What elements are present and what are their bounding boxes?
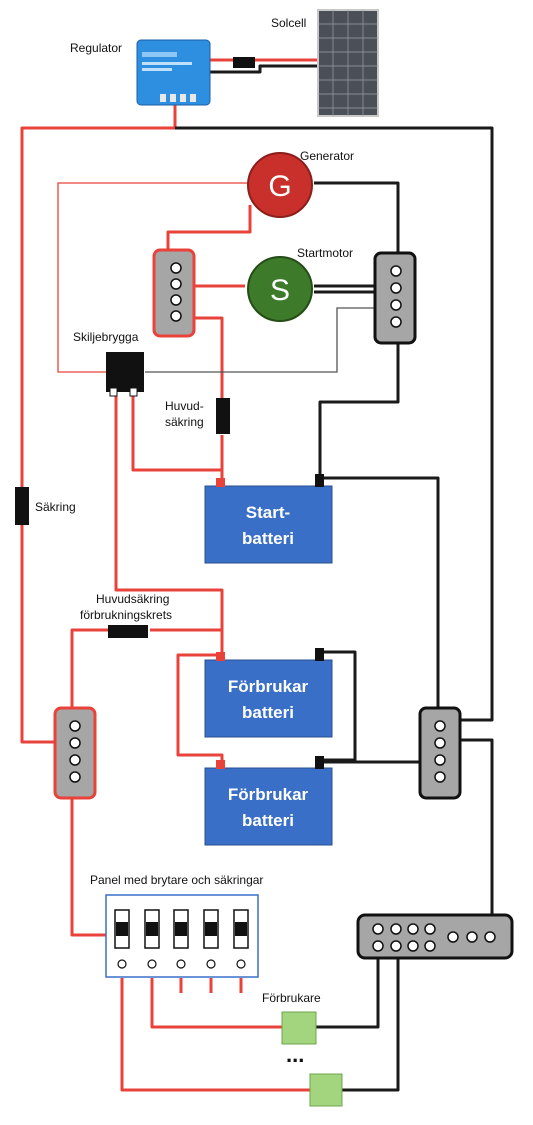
panel-switch-1[interactable] <box>114 909 130 969</box>
wire-bus-to-consumer2 <box>342 955 400 1092</box>
panel-fuse-terminal <box>147 959 157 969</box>
bus-bar-terminal <box>424 940 436 952</box>
panel-switch-4[interactable] <box>203 909 219 969</box>
wire-bridge-to-start <box>131 392 222 472</box>
positive-wires <box>20 58 318 1092</box>
bus-bar-terminal <box>447 931 459 943</box>
terminal-block-positive-lower <box>53 706 97 800</box>
huvudsakring-forbr-label-2: förbrukningskrets <box>80 608 172 622</box>
consumers-ellipsis: ... <box>286 1042 304 1067</box>
wire-consumer1-negative <box>320 650 357 762</box>
negative-wires <box>175 64 494 1092</box>
solar-line-fuse <box>15 487 29 525</box>
wire-generator-positive <box>166 205 252 255</box>
wire-panel-consumer1 <box>150 978 282 1029</box>
start-battery: Start- batteri <box>204 474 333 564</box>
panel-switches <box>114 909 249 969</box>
startmotor: S <box>247 256 313 322</box>
main-fuse <box>216 398 230 434</box>
regulator-label: Regulator <box>70 41 122 55</box>
generator-letter: G <box>268 170 291 203</box>
bus-bar-terminal <box>466 931 478 943</box>
bus-bar-terminal <box>407 923 419 935</box>
huvudsakring-forbr-label-1: Huvudsäkring <box>96 592 169 606</box>
wire-terminal-to-start-battery <box>186 316 224 400</box>
wire-solar-negative <box>210 64 318 74</box>
consumer-1 <box>281 1011 317 1045</box>
wire-right-block-to-bus <box>460 738 494 920</box>
panel-switch-2[interactable] <box>144 909 160 969</box>
solcell-label: Solcell <box>271 16 306 30</box>
wire-fuse-to-left-block <box>70 628 110 710</box>
bus-bar-terminal <box>372 940 384 952</box>
start-battery-line1: Start- <box>246 503 290 522</box>
consumer-main-fuse <box>108 625 148 638</box>
sense-wires <box>57 182 384 373</box>
consumer-2 <box>309 1073 343 1107</box>
bus-bar-terminal <box>372 923 384 935</box>
terminal-block-negative-upper <box>373 251 417 345</box>
solar-panel <box>317 9 379 117</box>
huvudsakring-label-1: Huvud- <box>165 399 204 413</box>
skiljebrygga-label: Skiljebrygga <box>73 330 139 344</box>
bus-bar-terminal <box>407 940 419 952</box>
start-battery-line2: batteri <box>242 529 294 548</box>
wire-block-to-panel <box>70 795 108 937</box>
bus-bar-terminal <box>484 931 496 943</box>
consumer-battery-1: Förbrukar batteri <box>204 648 333 738</box>
bus-bar-terminal <box>390 923 402 935</box>
wire-bridge-to-consumer <box>114 392 224 660</box>
startmotor-label: Startmotor <box>297 246 353 260</box>
startmotor-letter: S <box>270 274 290 307</box>
bus-bar-terminal <box>390 940 402 952</box>
wire-start-to-right-block <box>320 476 440 710</box>
split-charge-relay <box>106 352 144 397</box>
bus-bar-terminal <box>424 923 436 935</box>
consumer-battery-1-line1: Förbrukar <box>228 677 309 696</box>
consumer-battery-2-line1: Förbrukar <box>228 785 309 804</box>
consumer-battery-2: Förbrukar batteri <box>204 756 333 846</box>
wire-panel-consumer2 <box>120 978 310 1092</box>
charge-regulator <box>136 39 211 106</box>
terminal-block-positive-upper <box>152 248 196 338</box>
panel-fuse-terminal <box>206 959 216 969</box>
panel-fuse-terminal <box>176 959 186 969</box>
generator-label: Generator <box>300 149 354 163</box>
wire-regulator-negative <box>175 126 494 722</box>
panel-switch-5[interactable] <box>233 909 249 969</box>
wire-sense-black <box>145 307 384 373</box>
bus-bar-terminals <box>372 923 496 952</box>
wire-regulator-positive <box>20 105 177 744</box>
forbrukare-label: Förbrukare <box>262 991 321 1005</box>
solar-fuse <box>233 57 255 68</box>
panel-label: Panel med brytare och säkringar <box>90 873 263 887</box>
huvudsakring-label-2: säkring <box>165 415 204 429</box>
consumer-battery-2-line2: batteri <box>242 811 294 830</box>
wire-right-block-to-start <box>318 340 400 480</box>
panel-switch-3[interactable] <box>173 909 189 969</box>
panel-fuse-terminal <box>117 959 127 969</box>
wire-sense-red <box>57 182 250 373</box>
wire-generator-negative <box>314 181 400 255</box>
sakring-label: Säkring <box>35 500 76 514</box>
wire-bus-to-consumer1 <box>316 955 380 1029</box>
terminal-block-negative-lower <box>418 706 462 800</box>
generator: G <box>247 152 313 218</box>
consumer-battery-1-line2: batteri <box>242 703 294 722</box>
panel-fuse-terminal <box>236 959 246 969</box>
